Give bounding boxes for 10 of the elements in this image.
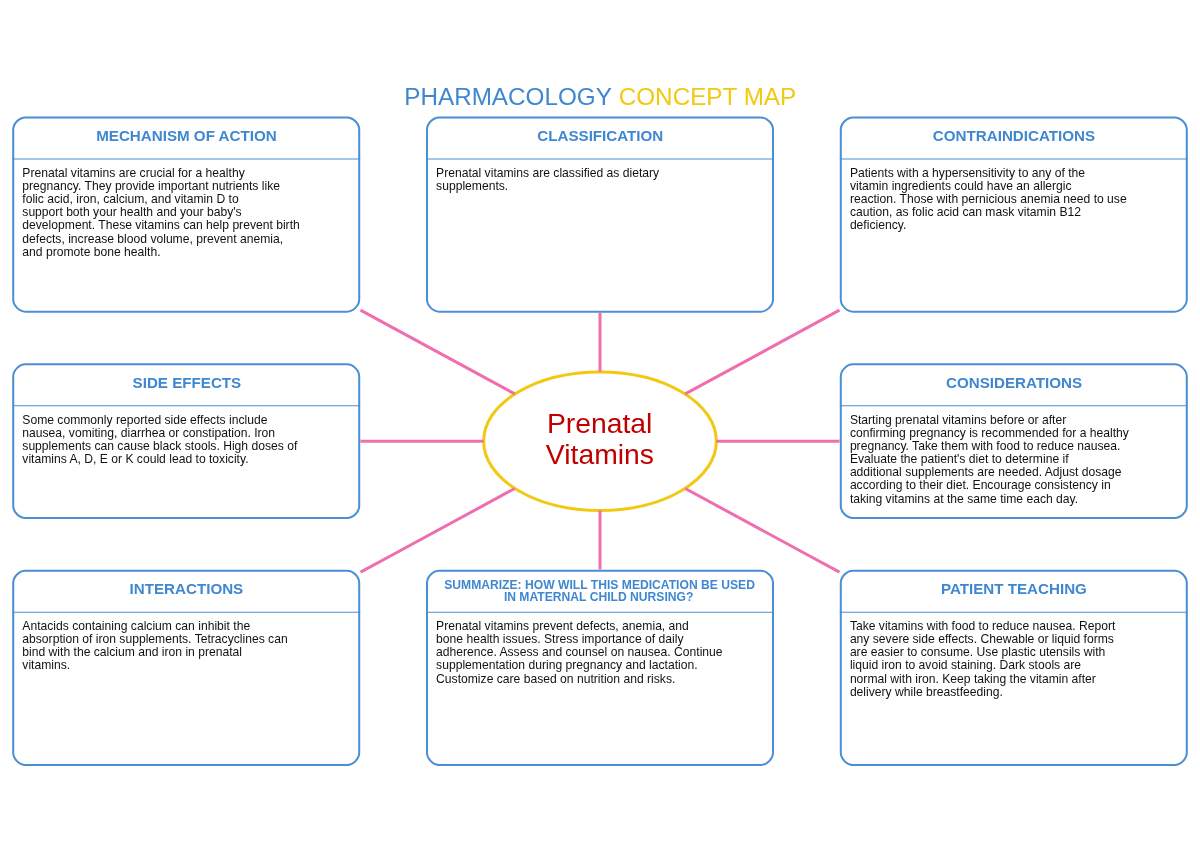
connector (684, 487, 841, 574)
connector (360, 439, 484, 443)
connector (359, 308, 516, 396)
connector (684, 308, 841, 396)
diagram-title: PHARMACOLOGY CONCEPT MAP (404, 82, 797, 110)
connector (598, 510, 602, 570)
node-ellipse: Prenatal Vitamins (482, 370, 718, 512)
connector (598, 312, 602, 372)
connector (716, 439, 840, 443)
connector (359, 487, 516, 574)
